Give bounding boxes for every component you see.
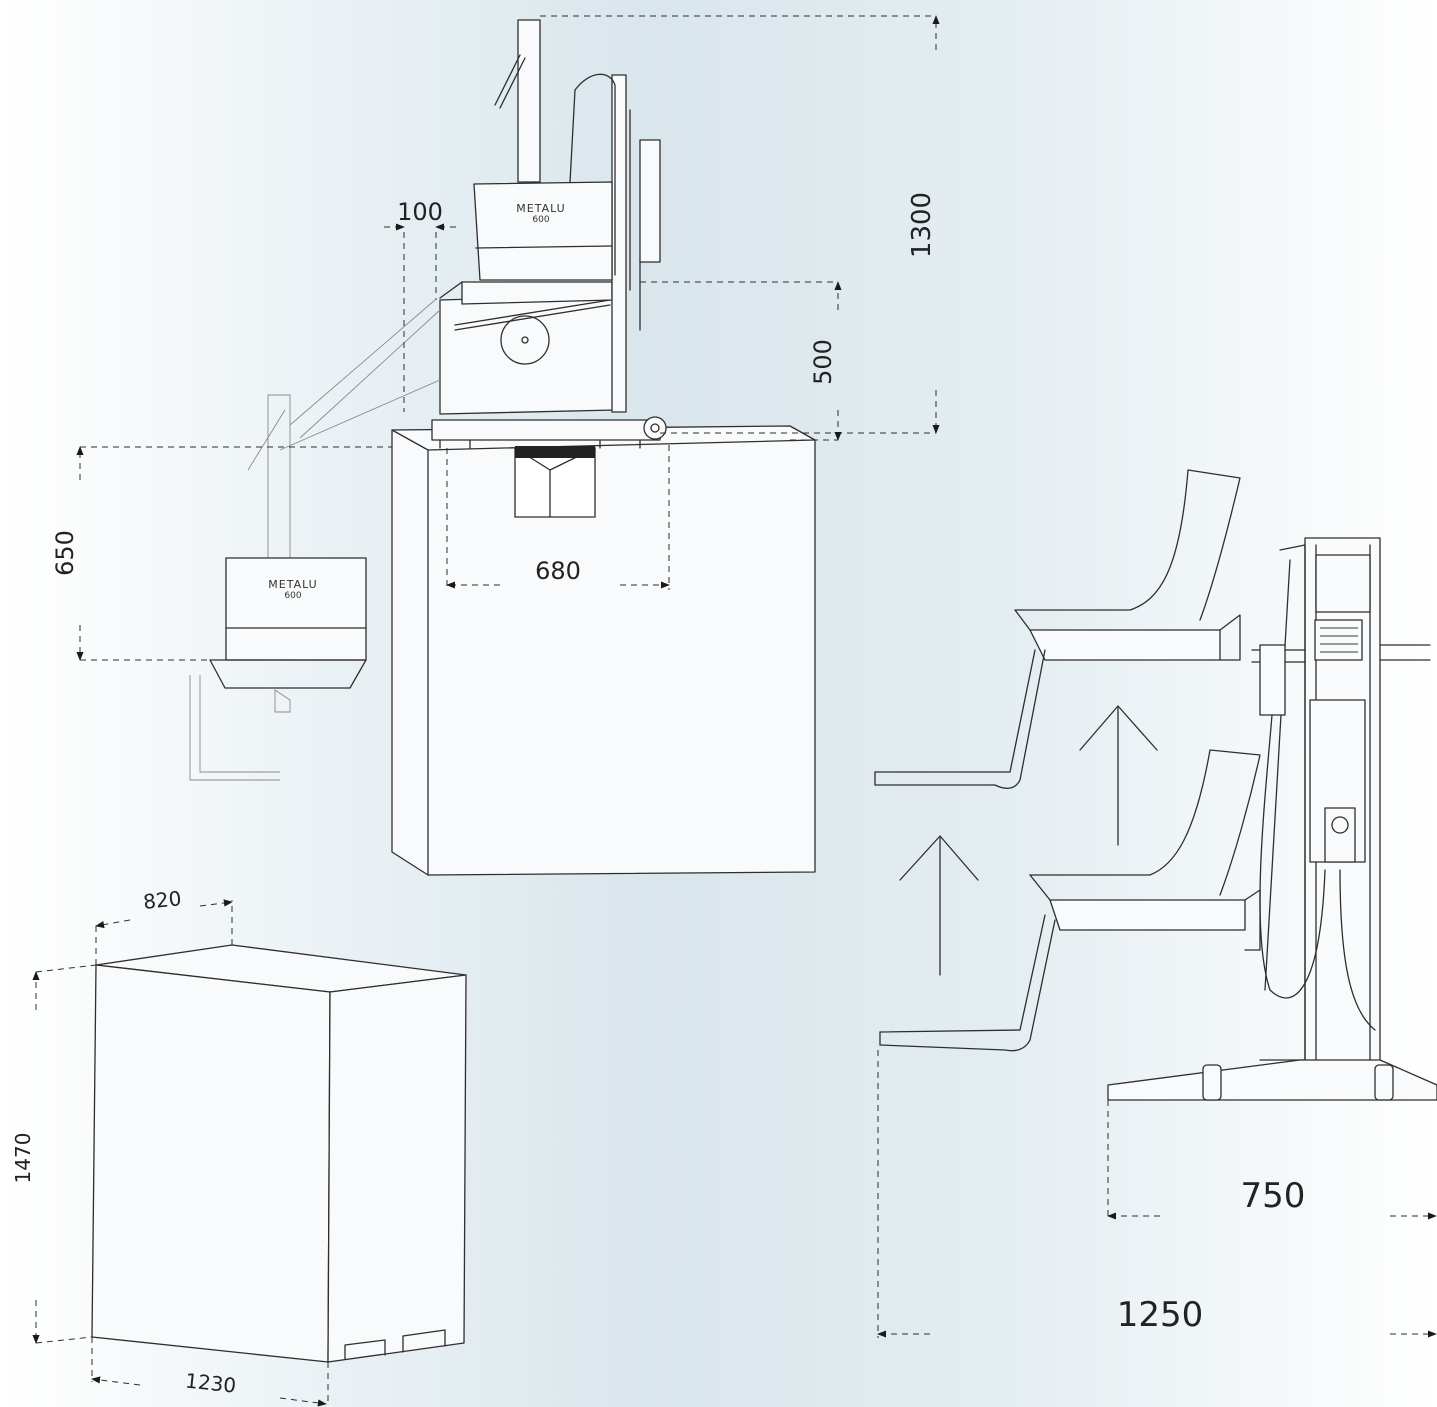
lift-upper-position: METALU 600 [431,19,667,449]
model-label: 600 [532,215,549,225]
model-label-lowered: 600 [284,591,301,601]
lift-lowered-position: METALU 600 [189,299,441,781]
dim-1470: 1470 [11,964,97,1344]
dim-650: 650 [51,446,392,661]
dim-label-1250: 1250 [1117,1295,1204,1335]
lift-side-view [874,469,1437,1101]
pool-edge-block [391,425,816,876]
dim-label-820: 820 [142,886,182,914]
shipping-crate [91,944,467,1363]
dim-1300: 1300 [540,15,940,434]
dim-label-1230: 1230 [184,1368,237,1397]
brand-label-lowered: METALU [268,578,317,591]
dim-820: 820 [95,886,233,965]
dim-label-500: 500 [809,339,837,385]
dim-label-1470: 1470 [11,1133,35,1184]
dim-750: 750 [1107,1100,1437,1220]
dim-100: 100 [384,198,456,412]
dim-680: 680 [446,445,670,590]
dim-label-650: 650 [51,530,79,576]
dim-label-750: 750 [1241,1176,1306,1216]
brand-label: METALU [516,202,565,215]
dim-label-680: 680 [535,557,581,585]
dim-1230: 1230 [91,1337,329,1407]
dim-500: 500 [640,281,842,441]
dim-label-1300: 1300 [907,192,937,258]
dim-label-100: 100 [397,198,443,226]
dim-1250: 1250 [877,1050,1437,1338]
